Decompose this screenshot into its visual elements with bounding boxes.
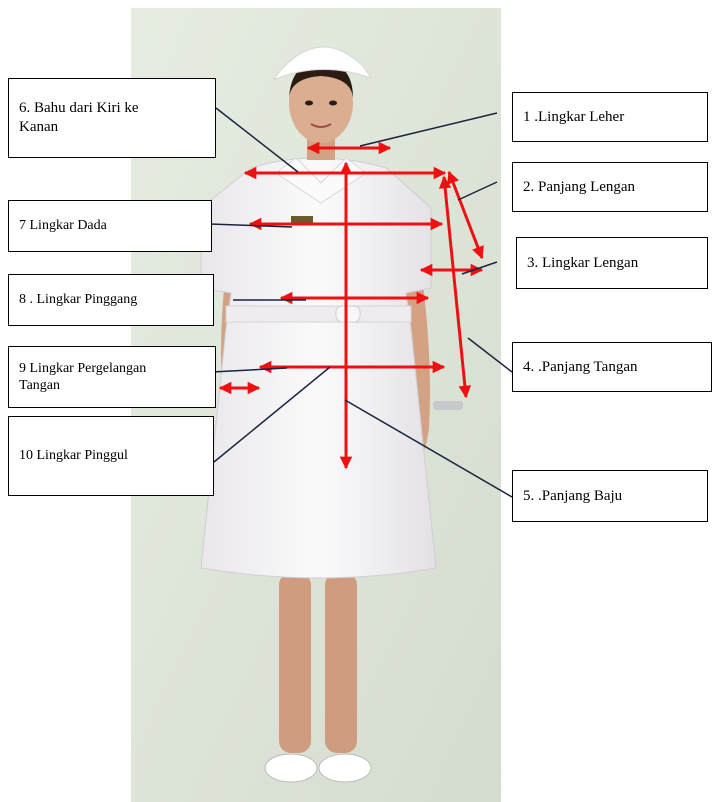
label-panjang-tangan-text: 4. .Panjang Tangan: [523, 358, 638, 377]
label-lingkar-pinggul: 10 Lingkar Pinggul: [8, 416, 214, 496]
leader-5: [345, 400, 512, 497]
leader-10: [214, 367, 330, 462]
label-lingkar-pergelangan: 9 Lingkar Pergelangan Tangan: [8, 346, 216, 408]
label-panjang-lengan-text: 2. Panjang Lengan: [523, 178, 635, 197]
label-lingkar-leher: 1 .Lingkar Leher: [512, 92, 708, 142]
label-lingkar-pinggang-text: 8 . Lingkar Pinggang: [19, 291, 137, 309]
label-lingkar-pergelangan-text: 9 Lingkar Pergelangan Tangan: [19, 360, 179, 395]
label-lingkar-pinggul-text: 10 Lingkar Pinggul: [19, 447, 128, 465]
label-lingkar-lengan-text: 3. Lingkar Lengan: [527, 254, 638, 273]
label-lingkar-leher-text: 1 .Lingkar Leher: [523, 108, 624, 127]
label-bahu: 6. Bahu dari Kiri ke Kanan: [8, 78, 216, 158]
label-bahu-text: 6. Bahu dari Kiri ke Kanan: [19, 99, 169, 137]
leader-1: [360, 113, 497, 146]
label-panjang-baju-text: 5. .Panjang Baju: [523, 487, 622, 506]
leader-2: [458, 182, 497, 200]
label-lingkar-pinggang: 8 . Lingkar Pinggang: [8, 274, 214, 326]
label-lingkar-dada-text: 7 Lingkar Dada: [19, 217, 107, 235]
leader-6: [216, 108, 298, 172]
arrow-sleeve-length: [449, 172, 482, 258]
label-panjang-lengan: 2. Panjang Lengan: [512, 162, 708, 212]
leader-3: [462, 262, 497, 274]
label-panjang-tangan: 4. .Panjang Tangan: [512, 342, 712, 392]
label-lingkar-lengan: 3. Lingkar Lengan: [516, 237, 708, 289]
label-panjang-baju: 5. .Panjang Baju: [512, 470, 708, 522]
leader-4: [468, 338, 512, 372]
label-lingkar-dada: 7 Lingkar Dada: [8, 200, 212, 252]
leader-9: [212, 368, 287, 372]
